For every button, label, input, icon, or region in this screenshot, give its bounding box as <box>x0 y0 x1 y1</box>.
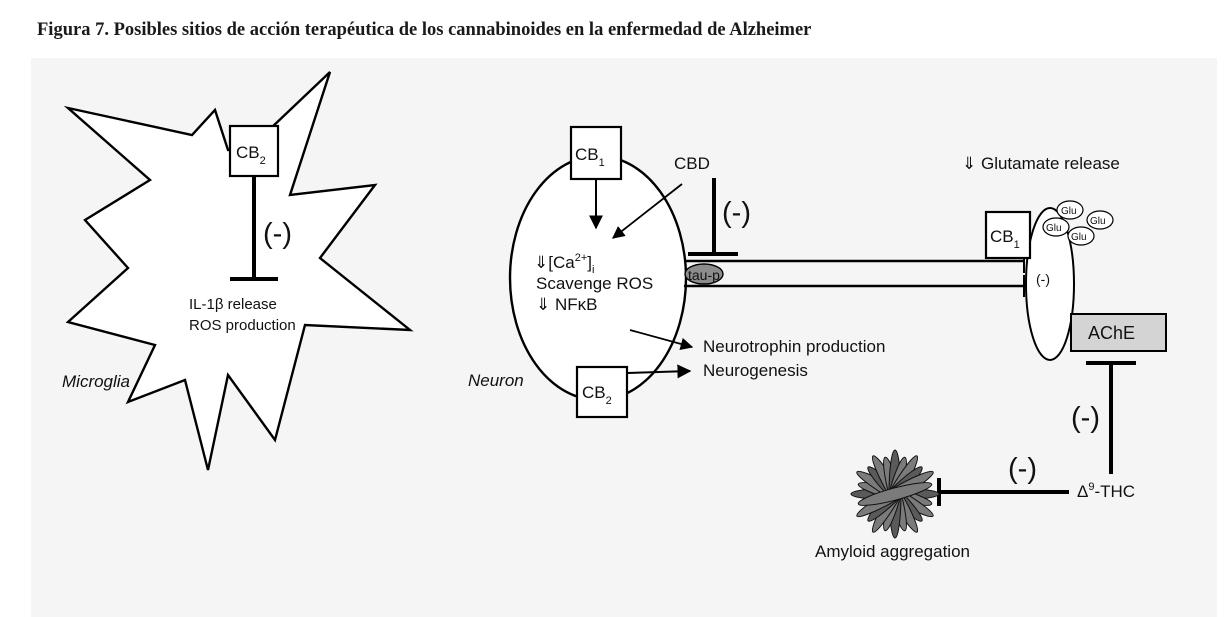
amyloid-aggregate <box>850 449 940 539</box>
neuron-cb1-receptor: CB1 <box>569 125 623 181</box>
svg-text:Glu: Glu <box>1061 206 1077 217</box>
svg-text:Glu: Glu <box>1090 216 1106 227</box>
svg-text:Glu: Glu <box>1071 232 1087 243</box>
caption-bar: Figura 7. Posibles sitios de acción tera… <box>0 0 1226 58</box>
synapse-inhibition-sign: (-) <box>1036 271 1050 287</box>
microglia-target-il1b: IL-1β release <box>189 296 277 313</box>
cbd-to-calcium-arrow <box>612 183 683 239</box>
ache-inhibition-sign: (-) <box>1071 402 1100 434</box>
amyloid-fibril <box>857 482 933 506</box>
svg-text:CB2: CB2 <box>236 143 266 167</box>
ache-box: AChE <box>1070 313 1167 352</box>
neuron-label: Neuron <box>468 371 524 390</box>
neuron-cb2-receptor: CB2 <box>575 365 629 419</box>
calcium-text: ⇓[Ca2+]i <box>534 252 594 276</box>
presynaptic-terminal <box>1025 207 1075 361</box>
neurotrophin-text: Neurotrophin production <box>703 337 885 356</box>
microglia-cell <box>63 71 414 471</box>
microglia-label: Microglia <box>62 372 130 391</box>
microglia-target-ros: ROS production <box>189 317 296 334</box>
svg-text:CB2: CB2 <box>582 383 612 407</box>
svg-text:AChE: AChE <box>1088 323 1135 343</box>
cbd-inhibition-sign: (-) <box>722 197 751 229</box>
glutamate-release-text: ⇓ Glutamate release <box>962 154 1120 173</box>
nfkb-text: ⇓ NFκB <box>536 295 597 314</box>
microglia-inhibition-sign: (-) <box>263 218 292 250</box>
tau-p-marker: tau-p <box>684 263 724 285</box>
glutamate-vesicles: Glu Glu Glu Glu <box>1042 200 1114 246</box>
synapse-cb1-receptor: CB1 <box>984 210 1032 260</box>
neurotrophin-arrow <box>629 329 694 351</box>
microglia-cb2-receptor: CB2 <box>228 124 280 178</box>
svg-text:tau-p: tau-p <box>688 267 720 283</box>
scavenge-ros-text: Scavenge ROS <box>536 274 653 293</box>
svg-text:CB1: CB1 <box>990 227 1020 251</box>
cb2-neurogenesis-arrow <box>626 364 692 379</box>
cbd-label: CBD <box>674 154 710 173</box>
amyloid-aggregation-text: Amyloid aggregation <box>815 542 970 561</box>
figure-caption: Figura 7. Posibles sitios de acción tera… <box>37 20 812 40</box>
neurogenesis-text: Neurogenesis <box>703 361 808 380</box>
svg-text:CB1: CB1 <box>575 145 605 169</box>
thc-label: Δ9-THC <box>1077 481 1135 501</box>
figure-panel: Microglia CB2 (-) IL-1β release ROS prod… <box>31 58 1217 617</box>
alzheimer-cannabinoid-diagram: Microglia CB2 (-) IL-1β release ROS prod… <box>62 71 1167 561</box>
svg-text:Glu: Glu <box>1046 223 1062 234</box>
amyloid-inhibition-sign: (-) <box>1008 453 1037 485</box>
